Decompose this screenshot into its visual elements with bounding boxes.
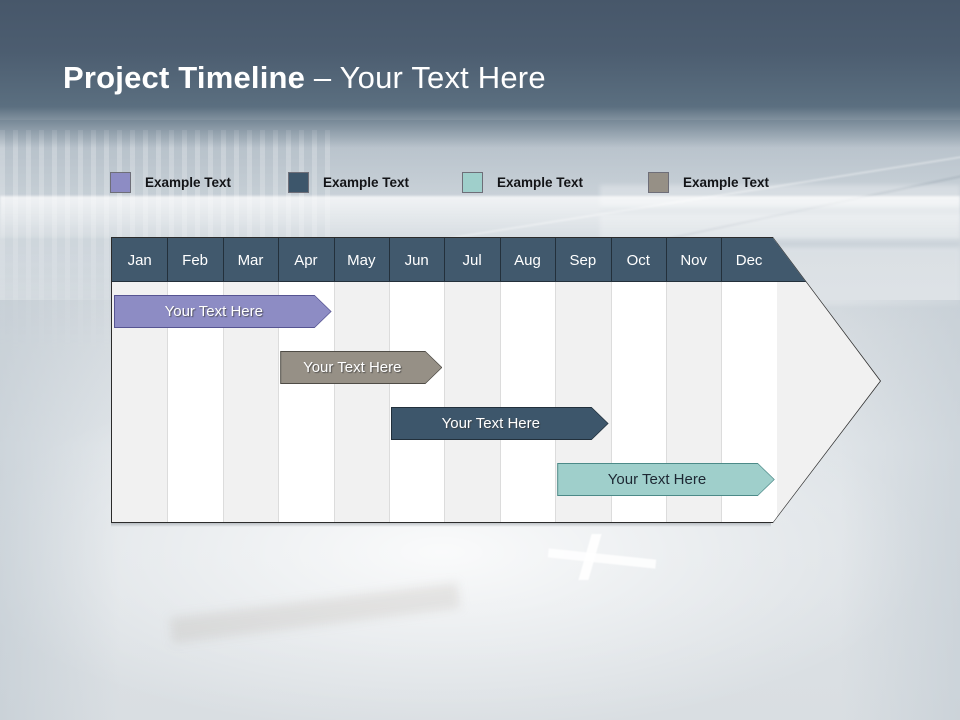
month-header-oct[interactable]: Oct: [626, 251, 650, 269]
timeline-bar-fill: [558, 464, 774, 495]
timeline-column-jul: [444, 238, 500, 522]
timeline-bar-label: Your Text Here: [164, 303, 263, 320]
month-header-sep[interactable]: Sep: [569, 251, 597, 269]
month-header-feb[interactable]: Feb: [182, 251, 209, 269]
timeline-bottom-shadow: [111, 523, 771, 527]
timeline-bar-shape: [391, 407, 609, 440]
timeline-bar-4[interactable]: Your Text Here: [557, 463, 775, 496]
legend-label-4: Example Text: [683, 174, 770, 190]
legend-item-1[interactable]: Example Text: [110, 168, 231, 196]
timeline-column-separator: [444, 282, 446, 522]
timeline-bar-shape: [114, 295, 332, 328]
timeline-bar-3[interactable]: Your Text Here: [391, 407, 609, 440]
month-header-may[interactable]: May: [347, 251, 376, 269]
month-header-divider: [167, 238, 169, 282]
month-header-jul[interactable]: Jul: [462, 251, 482, 269]
month-header-divider: [555, 238, 557, 282]
legend-label-2: Example Text: [323, 174, 410, 190]
background-edge-left: [0, 300, 120, 720]
timeline-column-separator: [167, 282, 169, 522]
timeline-bar-shape: [557, 463, 775, 496]
legend: Example Text Example Text Example Text Exam…: [0, 168, 960, 196]
legend-swatch-gray: [648, 171, 669, 193]
month-header-dec[interactable]: Dec: [735, 251, 763, 269]
timeline-column-mar: [222, 238, 279, 522]
legend-item-2[interactable]: Example Text: [288, 168, 409, 196]
month-header-divider: [333, 238, 335, 282]
month-header-divider: [278, 238, 280, 282]
month-header-apr[interactable]: Apr: [294, 251, 318, 269]
month-header-jun[interactable]: Jun: [404, 251, 429, 269]
legend-label-1: Example Text: [145, 174, 232, 190]
month-header-divider: [610, 238, 612, 282]
month-header-divider: [222, 238, 224, 282]
legend-item-3[interactable]: Example Text: [462, 168, 583, 196]
timeline-bar-2[interactable]: Your Text Here: [280, 351, 442, 384]
legend-label-3: Example Text: [497, 174, 584, 190]
timeline-bar-label: Your Text Here: [607, 471, 707, 488]
timeline-column-separator: [499, 282, 501, 522]
timeline-bar-fill: [281, 352, 441, 383]
month-header-divider: [444, 238, 446, 282]
legend-swatch-purple: [110, 171, 131, 193]
timeline-column-separator: [555, 282, 557, 522]
month-header-nov[interactable]: Nov: [680, 251, 708, 269]
legend-swatch-teal: [462, 171, 483, 193]
month-header-mar[interactable]: Mar: [237, 251, 264, 269]
timeline-bar-1[interactable]: Your Text Here: [114, 295, 332, 328]
timeline-bar-shape: [280, 351, 442, 384]
timeline-bar-fill: [115, 296, 331, 327]
page-title-light: Your Text Here: [339, 60, 546, 95]
timeline-column-separator: [721, 282, 723, 522]
timeline-column-feb: [167, 238, 223, 522]
month-header-underline: [112, 281, 880, 282]
month-header-divider: [721, 238, 723, 282]
background-wall-band: [0, 196, 960, 238]
month-header-divider: [499, 238, 501, 282]
month-header-aug[interactable]: Aug: [514, 251, 541, 269]
timeline-column-separator: [278, 282, 280, 522]
timeline-bar-label: Your Text Here: [441, 415, 540, 432]
month-header-jan[interactable]: Jan: [127, 251, 152, 269]
legend-swatch-navy: [288, 171, 309, 193]
legend-item-4[interactable]: Example Text: [648, 168, 769, 196]
timeline-bar-fill: [392, 408, 608, 439]
page-title: Project Timeline – Your Text Here: [63, 60, 546, 96]
header-band: [0, 0, 960, 148]
timeline-column-separator: [610, 282, 612, 522]
month-header-divider: [666, 238, 667, 282]
timeline-column-separator: [333, 282, 335, 522]
month-header-divider: [389, 238, 390, 282]
timeline-column-aug: [499, 238, 556, 522]
timeline-column-jan: [112, 238, 168, 522]
timeline-column-separator: [389, 282, 390, 522]
page-title-separator: –: [305, 60, 340, 95]
timeline-column-separator: [666, 282, 667, 522]
timeline-month-header: [112, 238, 880, 282]
page-title-bold: Project Timeline: [63, 60, 306, 95]
timeline-bar-label: Your Text Here: [303, 359, 402, 376]
timeline-column-separator: [222, 282, 224, 522]
